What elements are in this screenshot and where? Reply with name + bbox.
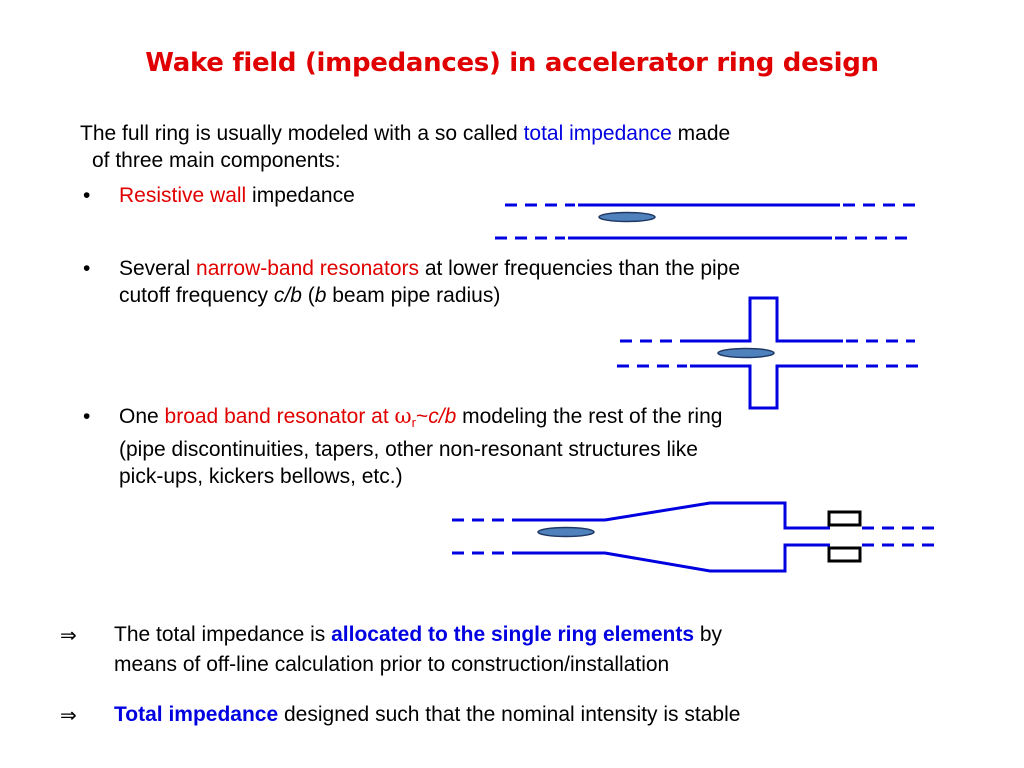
highlight-broad-band-resonator: broad band resonator at xyxy=(164,405,395,428)
bullet-dot-icon: • xyxy=(83,405,91,428)
intro-paragraph: The full ring is usually modeled with a … xyxy=(80,120,960,174)
highlight-total-impedance: Total impedance xyxy=(114,703,279,726)
conclusion-text: The total impedance is allocated to the … xyxy=(114,620,722,680)
kicker-lower-electrode xyxy=(827,546,862,563)
implies-arrow-icon: ⇒ xyxy=(60,703,77,727)
bullet-rest: impedance xyxy=(246,184,355,207)
tilde: ~ xyxy=(416,405,429,428)
implies-arrow-icon: ⇒ xyxy=(60,623,77,647)
omega-symbol: ω xyxy=(394,404,412,428)
bullet-pre: One xyxy=(119,405,165,428)
conclusion-post: by xyxy=(694,623,723,646)
bullet-line2-post: beam pipe radius) xyxy=(326,284,501,307)
bullet-text: Resistive wall impedance xyxy=(119,182,355,209)
bullet-post: at lower frequencies than the pipe xyxy=(419,257,741,280)
highlight-narrow-band-resonators: narrow-band resonators xyxy=(196,257,419,280)
bullet-text: One broad band resonator at ωr~c/b model… xyxy=(119,403,722,490)
beam-bunch xyxy=(717,347,775,359)
omega-subscript: r xyxy=(411,415,416,430)
bullet-line2-pre: cutoff frequency xyxy=(119,284,274,307)
bullet-dot-icon: • xyxy=(83,257,91,280)
page-title: Wake field (impedances) in accelerator r… xyxy=(145,48,879,78)
b-italic: b xyxy=(314,284,327,307)
intro-line1-post: made xyxy=(671,122,731,145)
cavity-upper-wall xyxy=(690,296,843,343)
cb-italic: c/b xyxy=(273,284,302,307)
bullet-dot-icon: • xyxy=(83,184,91,207)
intro-highlight-total-impedance: total impedance xyxy=(523,122,672,145)
taper-upper-wall xyxy=(522,501,830,530)
intro-line1-pre: The full ring is usually modeled with a … xyxy=(80,122,524,145)
cb-italic: c/b xyxy=(428,405,457,428)
bullet-post: modeling the rest of the ring xyxy=(456,405,723,428)
bullet-line2: (pipe discontinuities, tapers, other non… xyxy=(119,438,698,461)
kicker-upper-electrode xyxy=(827,510,862,527)
kicker-electrodes xyxy=(827,510,862,563)
highlight-allocated: allocated to the single ring elements xyxy=(331,623,695,646)
cavity-lower-wall xyxy=(690,364,843,410)
intro-line2: of three main components: xyxy=(92,149,341,172)
resistive-wall-pipe-diagram xyxy=(495,203,915,240)
broad-band-structure-diagram xyxy=(452,501,935,573)
narrow-band-cavity-diagram xyxy=(617,296,920,410)
beam-bunch xyxy=(598,211,656,223)
conclusion-text: Total impedance designed such that the n… xyxy=(114,700,740,730)
highlight-resistive-wall: Resistive wall xyxy=(119,184,247,207)
conclusion-post: designed such that the nominal intensity… xyxy=(278,703,741,726)
beam-bunch xyxy=(537,526,595,538)
bullet-line3: pick-ups, kickers bellows, etc.) xyxy=(119,465,403,488)
bullet-line2-mid: ( xyxy=(301,284,315,307)
bullet-text: Several narrow-band resonators at lower … xyxy=(119,255,740,309)
bullet-pre: Several xyxy=(119,257,197,280)
conclusion-line2: means of off-line calculation prior to c… xyxy=(114,653,670,676)
taper-lower-wall xyxy=(522,543,830,573)
conclusion-pre: The total impedance is xyxy=(114,623,332,646)
